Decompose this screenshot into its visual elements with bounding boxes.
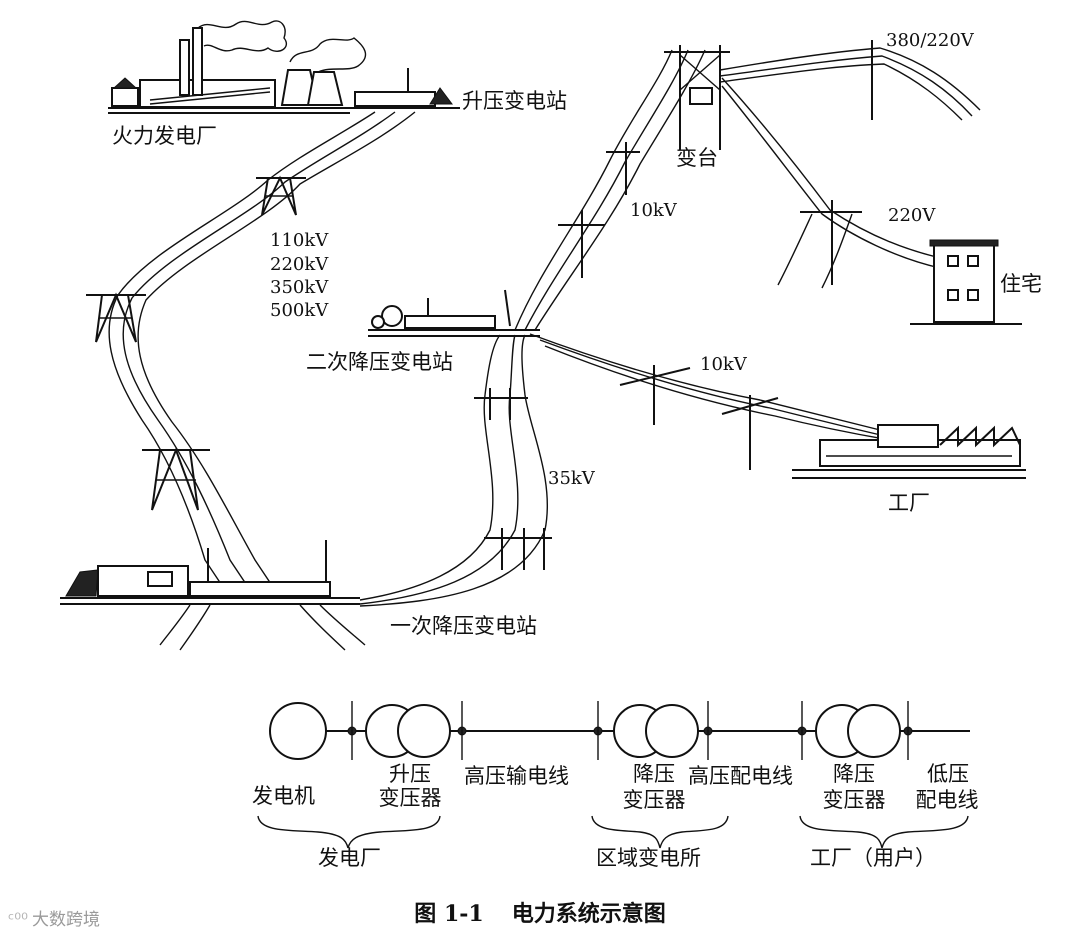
single-line-schematic	[257, 701, 970, 849]
step-up-substation-label: 升压变电站	[462, 89, 567, 113]
high-voltage-transmission-lines	[86, 111, 416, 591]
thermal-plant-label: 火力发电厂	[112, 124, 217, 148]
voltage-label-380-220v: 380/220V	[886, 30, 974, 51]
line-10kv-upper-label: 10kV	[630, 200, 677, 221]
line-10kv-upper	[514, 49, 706, 331]
residence-label: 住宅	[1000, 272, 1042, 296]
line-10kv-lower-label: 10kV	[700, 354, 747, 375]
watermark-logo-icon: ᶜ⁰⁰	[8, 910, 28, 930]
low-voltage-lines	[719, 40, 981, 289]
step-up-transformer-label-line2: 变压器	[378, 786, 442, 810]
line-10kv-lower	[529, 333, 891, 470]
voltage-label-220v: 220V	[888, 205, 936, 226]
factory-icon	[792, 424, 1026, 479]
hv-distribution-line-label: 高压配电线	[688, 764, 793, 788]
secondary-substation-label: 二次降压变电站	[306, 350, 453, 374]
step-up-transformer-label-line1: 升压	[389, 762, 431, 786]
transmission-tower-icon	[142, 447, 210, 511]
hv-transmission-line-label: 高压输电线	[464, 764, 569, 788]
transmission-tower-icon	[256, 175, 306, 216]
group-power-plant-label: 发电厂	[318, 846, 381, 870]
brace-factory-user	[799, 815, 969, 849]
secondary-substation-icon	[368, 289, 540, 337]
generator-symbol	[269, 702, 327, 760]
generator-label: 发电机	[252, 784, 315, 808]
step-down-transformer-1-label-line2: 变压器	[622, 788, 686, 812]
factory-label: 工厂	[888, 491, 930, 515]
lv-distribution-line-label-line2: 配电线	[915, 788, 979, 812]
step-down-transformer-2-label-line1: 降压	[833, 762, 875, 786]
step-down-transformer-2-label-line2: 变压器	[822, 788, 886, 812]
step-down-transformer-1-label-line1: 降压	[633, 762, 675, 786]
step-up-substation-icon	[350, 68, 460, 109]
voltage-label-350kv: 350kV	[270, 277, 329, 298]
transformer-stand-label: 变台	[676, 146, 718, 170]
voltage-label-220kv: 220kV	[270, 254, 329, 275]
figure-caption: 图 1-1 电力系统示意图	[0, 896, 1080, 928]
line-35kv	[359, 334, 552, 607]
brace-regional-substation	[591, 815, 729, 849]
voltage-label-500kv: 500kV	[270, 300, 329, 321]
group-regional-substation-label: 区域变电所	[596, 846, 701, 870]
figure-title: 电力系统示意图	[511, 901, 666, 927]
thermal-plant-icon	[108, 20, 367, 114]
transformer-stand-icon	[664, 45, 730, 150]
watermark-text: 大数跨境	[32, 910, 100, 930]
transmission-tower-icon	[86, 292, 146, 343]
voltage-label-110kv: 110kV	[270, 230, 329, 251]
primary-substation-icon	[60, 540, 366, 651]
group-factory-user-label: 工厂（用户）	[810, 846, 936, 870]
brace-power-plant	[257, 815, 441, 849]
lv-distribution-line-label-line1: 低压	[927, 762, 969, 786]
line-35kv-label: 35kV	[548, 468, 595, 489]
figure-number: 图 1-1	[414, 901, 484, 927]
primary-substation-label: 一次降压变电站	[390, 614, 537, 638]
residence-icon	[910, 239, 1022, 325]
